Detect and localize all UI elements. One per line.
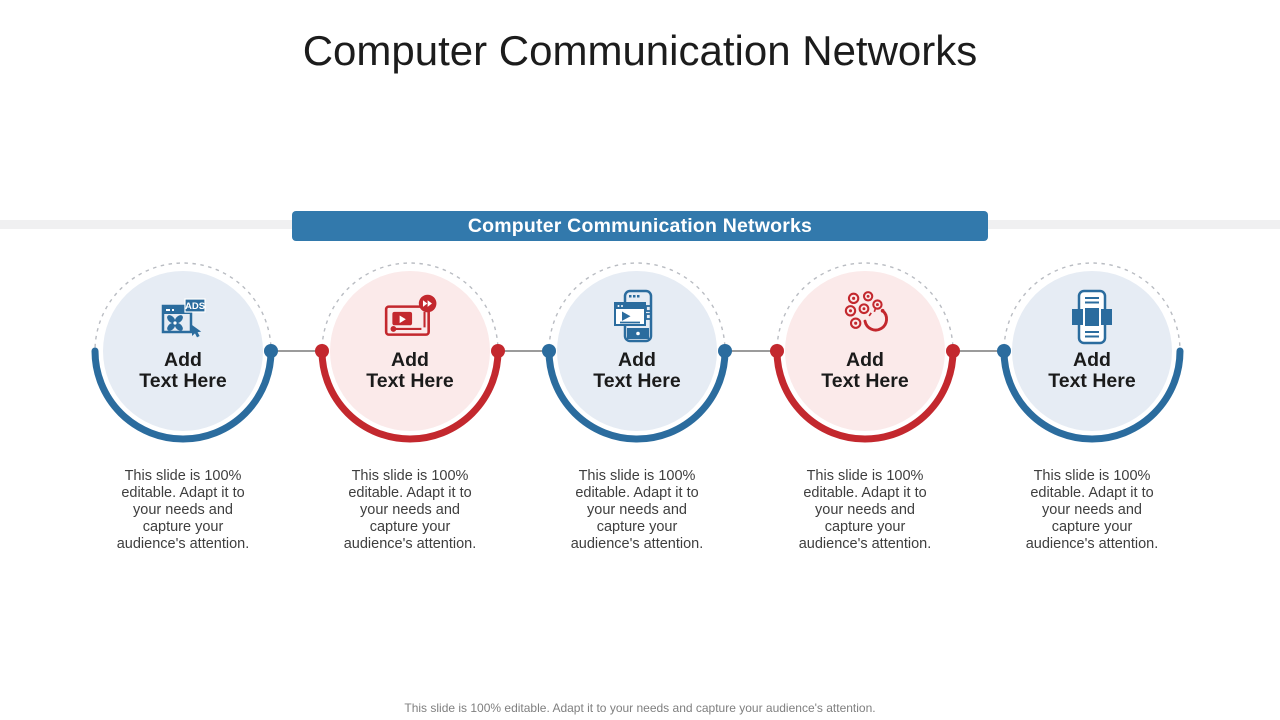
- step-circle-5: Add Text Here This slide is 100% editabl…: [997, 256, 1187, 586]
- add-text-placeholder[interactable]: Add Text Here: [593, 349, 681, 392]
- circle-ring: [997, 262, 1184, 443]
- step-circle-4: Add Text Here This slide is 100% editabl…: [770, 256, 960, 586]
- step-circle-1: ADS Add Text Here This slide is 100% edi…: [88, 256, 278, 586]
- circle-ring: [91, 262, 278, 443]
- connector-line: [724, 350, 778, 352]
- section-banner: Computer Communication Networks: [292, 211, 988, 241]
- add-text-placeholder[interactable]: Add Text Here: [366, 349, 454, 392]
- step-circle-3: Add Text Here This slide is 100% editabl…: [542, 256, 732, 586]
- slide-footer-note: This slide is 100% editable. Adapt it to…: [404, 701, 876, 715]
- connector-line: [270, 350, 323, 352]
- video-forward-icon: [315, 287, 505, 347]
- add-text-placeholder[interactable]: Add Text Here: [139, 349, 227, 392]
- svg-text:ADS: ADS: [185, 301, 205, 312]
- step-description[interactable]: This slide is 100% editable. Adapt it to…: [570, 468, 704, 552]
- step-description[interactable]: This slide is 100% editable. Adapt it to…: [798, 468, 932, 552]
- connector-line: [497, 350, 550, 352]
- add-text-placeholder[interactable]: Add Text Here: [1048, 349, 1136, 392]
- circle-ring: [542, 262, 732, 443]
- step-circle-2: Add Text Here This slide is 100% editabl…: [315, 256, 505, 586]
- connector-line: [952, 350, 1005, 352]
- ads-browser-icon: ADS: [88, 287, 278, 347]
- mobile-carousel-icon: [997, 287, 1187, 347]
- circle-ring: [770, 262, 960, 443]
- step-description[interactable]: This slide is 100% editable. Adapt it to…: [116, 468, 250, 552]
- add-text-placeholder[interactable]: Add Text Here: [821, 349, 909, 392]
- page-title: Computer Communication Networks: [302, 27, 978, 74]
- circle-ring: [315, 262, 505, 443]
- engagement-hook-icon: [770, 287, 960, 347]
- mobile-video-icon: [542, 287, 732, 347]
- step-description[interactable]: This slide is 100% editable. Adapt it to…: [343, 468, 477, 552]
- step-description[interactable]: This slide is 100% editable. Adapt it to…: [1025, 468, 1159, 552]
